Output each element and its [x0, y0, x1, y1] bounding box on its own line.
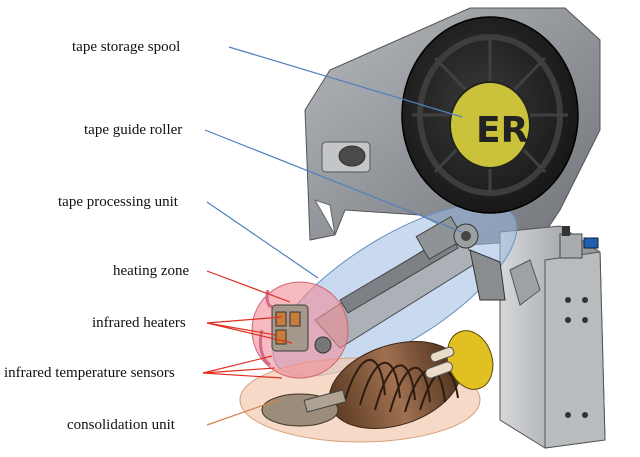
label-tape-guide-roller: tape guide roller	[84, 122, 183, 138]
label-heating-zone: heating zone	[113, 263, 190, 279]
consolidation-zone	[239, 330, 494, 443]
leader-infrared-sensors-1	[202, 355, 273, 374]
vertical-frame	[499, 225, 606, 449]
label-infrared-temperature-sensors: infrared temperature sensors	[4, 365, 175, 381]
leader-tape-guide-roller	[204, 129, 463, 233]
leader-infrared-sensors-2	[202, 367, 276, 374]
leader-heating-zone	[206, 270, 291, 303]
leader-tape-storage-spool	[228, 46, 463, 118]
leader-lines	[202, 46, 463, 426]
label-consolidation-unit: consolidation unit	[67, 417, 175, 433]
leader-infrared-heaters-2	[206, 322, 277, 336]
leader-tape-processing-unit	[206, 201, 319, 279]
spool-logo: ER	[476, 110, 528, 151]
heating-zone	[251, 281, 349, 379]
tape-storage-spool: ER	[401, 16, 579, 249]
label-infrared-heaters: infrared heaters	[92, 315, 186, 331]
leader-consolidation-unit	[206, 399, 279, 426]
label-tape-processing-unit: tape processing unit	[58, 194, 178, 210]
leader-infrared-heaters-3	[206, 322, 293, 344]
leader-infrared-sensors-3	[202, 372, 283, 379]
label-tape-storage-spool: tape storage spool	[72, 39, 181, 55]
leader-infrared-heaters-1	[206, 316, 283, 324]
